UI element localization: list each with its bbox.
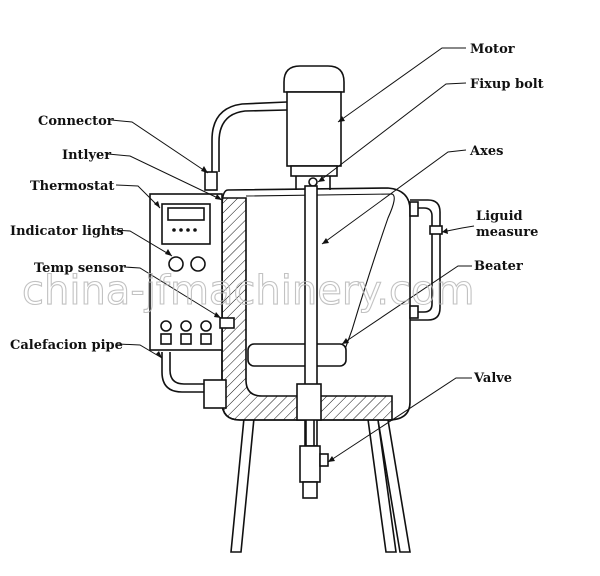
beater-paddle (247, 343, 347, 367)
switch-3 (200, 320, 212, 332)
label-calefacion-pipe: Calefacion pipe (10, 338, 123, 353)
indicator-light-2 (190, 256, 206, 272)
switch-1 (160, 320, 172, 332)
switch-2 (180, 320, 192, 332)
thermostat-display (167, 207, 205, 221)
label-liquid-measure-1: Liguid (476, 209, 523, 224)
calefacion-pipe (161, 352, 206, 393)
leader-beater (341, 265, 472, 345)
leader-intlyer (107, 153, 223, 201)
leader-axes (321, 149, 467, 245)
connector-cable-inner (218, 109, 288, 172)
insulation-layer (221, 197, 393, 421)
leader-motor (337, 47, 466, 123)
watermark-text: china-jfmachinery.com (22, 268, 474, 314)
temp-sensor-unit (219, 317, 235, 329)
leader-fixup-bolt (317, 82, 467, 183)
connector-cable (211, 101, 288, 172)
leader-lines (107, 47, 475, 463)
leader-indicator-lights (113, 229, 173, 257)
calefacion-pipe-inner (169, 352, 206, 385)
label-connector: Connector (38, 114, 114, 129)
left-front-leg (230, 417, 255, 553)
liquid-measure-gauge (409, 199, 443, 321)
control-box (149, 193, 235, 351)
leader-connector (110, 119, 209, 174)
leader-temp-sensor (123, 266, 222, 319)
motor-unit (283, 65, 345, 190)
valve-assembly (296, 383, 329, 499)
heater-block (203, 379, 227, 409)
label-valve: Valve (473, 371, 512, 386)
connector-plug (204, 171, 218, 191)
label-indicator-lights: Indicator lights (10, 224, 124, 239)
label-liquid-measure-2: measure (476, 225, 538, 240)
label-fixup-bolt: Fixup bolt (470, 77, 544, 92)
label-axes: Axes (469, 144, 503, 159)
leader-calefacion-pipe (117, 343, 163, 359)
fixup-bolt-head (308, 177, 318, 187)
label-thermostat: Thermostat (30, 179, 114, 194)
indicator-light-1 (168, 256, 184, 272)
label-temp-sensor: Temp sensor (34, 261, 126, 276)
leader-thermostat (115, 184, 161, 209)
inner-curve (245, 193, 395, 353)
leader-valve (327, 377, 472, 463)
label-motor: Motor (470, 42, 515, 57)
label-intlyer: Intlyer (62, 148, 111, 163)
leader-liquid-measure (441, 225, 475, 233)
callout-labels: Motor Fixup bolt Axes Liguid measure Bea… (10, 42, 544, 386)
label-beater: Beater (474, 259, 523, 274)
